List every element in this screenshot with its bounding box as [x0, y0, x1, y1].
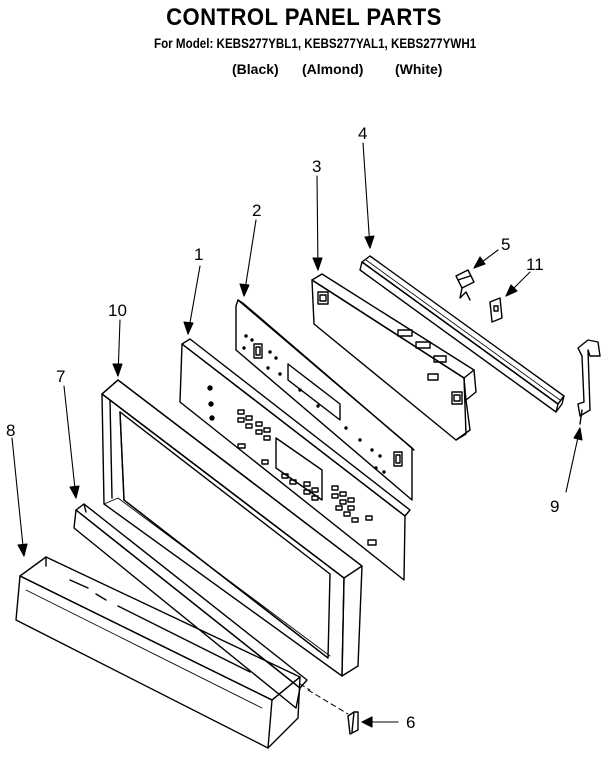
- callout-11: 11: [526, 255, 544, 274]
- callout-8: 8: [6, 421, 15, 440]
- part-2-membrane: [235, 299, 415, 501]
- callout-5: 5: [501, 235, 510, 254]
- color-list: (Black) (Almond) (White): [0, 61, 608, 81]
- part-10-frame: [101, 379, 363, 677]
- callout-7: 7: [56, 367, 65, 386]
- callout-2: 2: [252, 201, 261, 220]
- part-6-clip: [347, 711, 359, 735]
- model-list: For Model: KEBS277YBL1, KEBS277YAL1, KEB…: [154, 36, 477, 51]
- part-5-clip: [455, 269, 475, 301]
- callout-4: 4: [358, 124, 367, 143]
- part-4-rail: [359, 255, 565, 413]
- callout-1: 1: [194, 245, 203, 264]
- part-11-bracket: [489, 297, 503, 323]
- color-black: (Black): [232, 61, 279, 77]
- page-title: CONTROL PANEL PARTS: [166, 4, 442, 31]
- header: CONTROL PANEL PARTS For Model: KEBS277YB…: [0, 0, 608, 90]
- color-almond: (Almond): [302, 61, 364, 77]
- callout-labels: 1 2 3 4 5 6 7 8 9 10 11: [6, 124, 559, 732]
- leader-lines: [11, 142, 583, 728]
- part-7-strip: [73, 503, 308, 709]
- callout-6: 6: [406, 713, 415, 732]
- callout-10: 10: [108, 301, 127, 320]
- part-3-control-board: [311, 273, 477, 441]
- part-9-hanger: [577, 339, 601, 425]
- callout-9: 9: [550, 497, 559, 516]
- part-8-trim-strip: [15, 556, 301, 749]
- part-1-overlay: [179, 338, 411, 581]
- callout-3: 3: [312, 157, 321, 176]
- assembly-lines: [299, 683, 349, 715]
- color-white: (White): [395, 61, 443, 77]
